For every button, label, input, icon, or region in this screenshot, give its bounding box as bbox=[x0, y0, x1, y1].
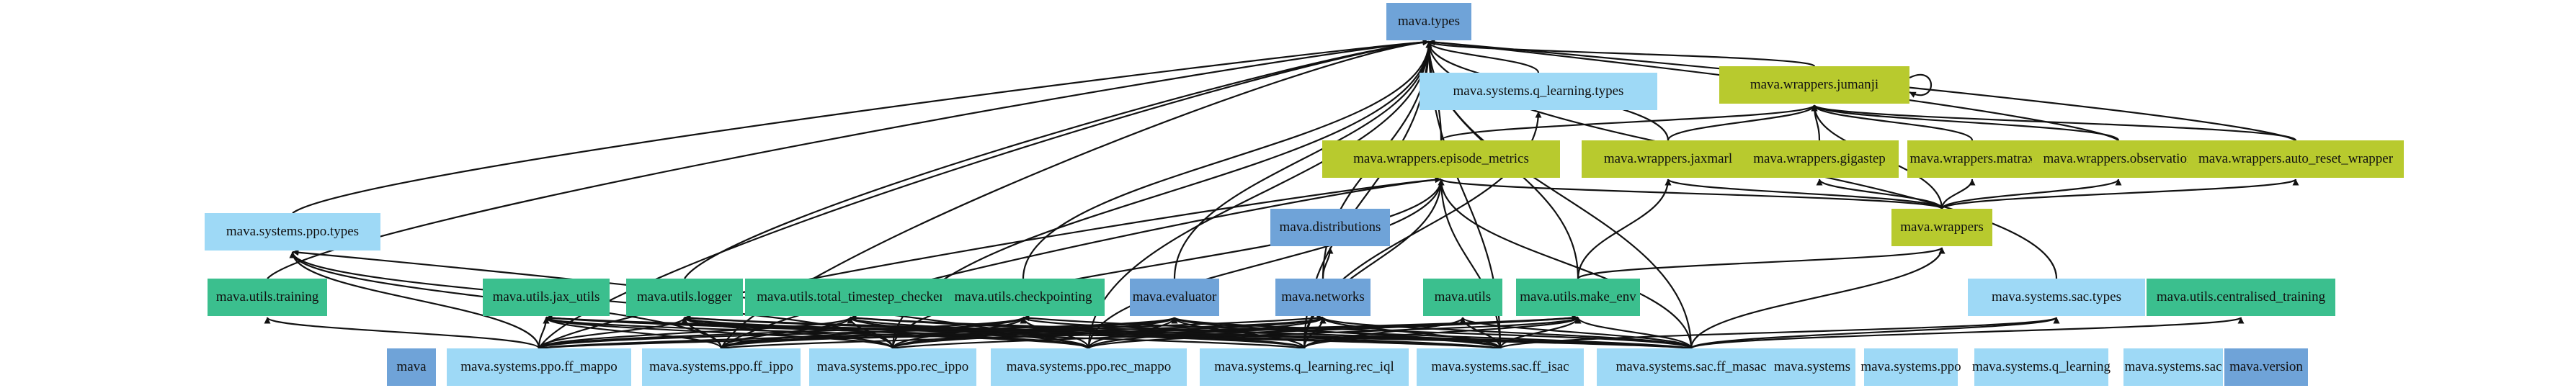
edge-ff-masac-to-wrappers bbox=[1690, 247, 1946, 349]
edge-wrappers-to-auto-reset bbox=[1940, 178, 2299, 210]
edge-rec-iql-to-utils bbox=[1303, 317, 1466, 349]
node-jax-utils[interactable]: mava.utils.jax_utils bbox=[483, 279, 610, 316]
edge-rec-ippo-to-episode-metrics bbox=[891, 179, 1445, 349]
edge-rec-mappo-to-episode-metrics bbox=[1087, 179, 1445, 349]
node-systems-sac[interactable]: mava.systems.sac bbox=[2123, 348, 2223, 386]
edge-episode-metrics-to-jumanji bbox=[1440, 104, 1818, 142]
edge-ff-masac-to-evaluator bbox=[1171, 316, 1693, 350]
edge-jumanji-to-types bbox=[1425, 40, 1816, 68]
node-jumanji[interactable]: mava.wrappers.jumanji bbox=[1719, 66, 1909, 104]
node-ff-masac[interactable]: mava.systems.sac.ff_masac bbox=[1597, 348, 1786, 386]
node-types[interactable]: mava.types bbox=[1386, 3, 1471, 40]
node-episode-metrics[interactable]: mava.wrappers.episode_metrics bbox=[1322, 140, 1560, 178]
edge-ff-mappo-to-ppo-types bbox=[289, 251, 540, 349]
node-rec-mappo[interactable]: mava.systems.ppo.rec_mappo bbox=[991, 348, 1187, 386]
edge-wrappers-to-observation bbox=[1940, 178, 2122, 209]
edge-jumanji-to-jumanji bbox=[1909, 73, 1932, 98]
edge-rec-ippo-to-jax-utils bbox=[543, 316, 894, 350]
node-rec-ippo[interactable]: mava.systems.ppo.rec_ippo bbox=[809, 348, 976, 386]
node-ppo-types[interactable]: mava.systems.ppo.types bbox=[205, 213, 380, 251]
node-ff-mappo[interactable]: mava.systems.ppo.ff_mappo bbox=[447, 348, 631, 386]
edge-ff-masac-to-make-env bbox=[1574, 317, 1693, 349]
edge-rec-ippo-to-networks bbox=[891, 316, 1327, 350]
node-centralised-training[interactable]: mava.utils.centralised_training bbox=[2147, 279, 2335, 316]
edge-rec-ippo-to-logger bbox=[681, 316, 894, 349]
edge-ff-isac-to-episode-metrics bbox=[1438, 179, 1502, 349]
edge-ff-mappo-to-timestep-checker bbox=[538, 316, 854, 350]
node-systems[interactable]: mava.systems bbox=[1769, 348, 1855, 386]
node-systems-ql[interactable]: mava.systems.q_learning bbox=[1972, 348, 2111, 386]
edge-ff-ippo-to-jax-utils bbox=[543, 316, 723, 349]
node-distributions[interactable]: mava.distributions bbox=[1270, 209, 1390, 246]
node-utils[interactable]: mava.utils bbox=[1423, 279, 1502, 316]
edge-ppo-types-to-types bbox=[292, 39, 1430, 214]
edge-ff-masac-to-networks bbox=[1319, 316, 1693, 350]
node-gigastep[interactable]: mava.wrappers.gigastep bbox=[1740, 140, 1899, 178]
node-make-env[interactable]: mava.utils.make_env bbox=[1516, 279, 1640, 316]
node-wrappers[interactable]: mava.wrappers bbox=[1891, 209, 1992, 246]
node-ql-types[interactable]: mava.systems.q_learning.types bbox=[1420, 73, 1657, 110]
edge-matrax-to-jumanji bbox=[1811, 104, 1974, 141]
node-checkpointing[interactable]: mava.utils.checkpointing bbox=[942, 279, 1105, 316]
edge-evaluator-to-types bbox=[1173, 41, 1432, 279]
edge-make-env-to-jaxmarl bbox=[1577, 179, 1672, 279]
node-systems-ppo[interactable]: mava.systems.ppo bbox=[1860, 348, 1961, 386]
node-observation[interactable]: mava.wrappers.observation bbox=[2032, 140, 2205, 178]
node-ff-ippo[interactable]: mava.systems.ppo.ff_ippo bbox=[642, 348, 801, 386]
edge-wrappers-to-episode-metrics bbox=[1438, 178, 1943, 210]
edge-make-env-to-wrappers bbox=[1577, 246, 1946, 280]
edge-ff-masac-to-utils bbox=[1459, 316, 1693, 350]
edge-ff-masac-to-centralised-training bbox=[1690, 316, 2245, 350]
edge-ff-mappo-to-training bbox=[264, 316, 540, 350]
node-sac-types[interactable]: mava.systems.sac.types bbox=[1968, 279, 2145, 316]
edges-layer bbox=[264, 39, 2299, 350]
edge-wrappers-to-matrax bbox=[1940, 179, 1976, 209]
node-networks[interactable]: mava.networks bbox=[1275, 279, 1371, 316]
node-ff-isac[interactable]: mava.systems.sac.ff_isac bbox=[1417, 348, 1584, 386]
edge-rec-mappo-to-networks bbox=[1087, 316, 1327, 350]
node-rec-iql[interactable]: mava.systems.q_learning.rec_iql bbox=[1200, 348, 1409, 386]
node-auto-reset[interactable]: mava.wrappers.auto_reset_wrapper bbox=[2188, 140, 2404, 178]
edge-rec-mappo-to-types bbox=[1087, 41, 1432, 349]
edge-rec-iql-to-episode-metrics bbox=[1303, 179, 1445, 349]
edge-auto-reset-to-jumanji bbox=[1811, 104, 2297, 142]
edge-ql-types-to-types bbox=[1425, 41, 1540, 73]
node-evaluator[interactable]: mava.evaluator bbox=[1130, 279, 1219, 316]
node-training[interactable]: mava.utils.training bbox=[208, 279, 327, 316]
edge-ff-masac-to-sac-types bbox=[1690, 316, 2060, 350]
edge-rec-mappo-to-jax-utils bbox=[543, 316, 1090, 350]
edge-ff-mappo-to-evaluator bbox=[538, 316, 1178, 350]
edge-jaxmarl-to-jumanji bbox=[1667, 104, 1818, 141]
edge-ff-masac-to-checkpointing bbox=[1022, 315, 1692, 350]
node-version[interactable]: mava.version bbox=[2224, 348, 2308, 386]
node-timestep-checker[interactable]: mava.utils.total_timestep_checker bbox=[745, 279, 955, 316]
node-jaxmarl[interactable]: mava.wrappers.jaxmarl bbox=[1582, 140, 1755, 178]
edge-observation-to-jumanji bbox=[1811, 104, 2120, 142]
edge-wrappers-to-jaxmarl bbox=[1664, 178, 1943, 210]
edge-ff-masac-to-episode-metrics bbox=[1438, 179, 1693, 349]
node-matrax[interactable]: mava.wrappers.matrax bbox=[1907, 140, 2037, 178]
edge-ff-masac-to-jax-utils bbox=[545, 315, 1692, 350]
node-logger[interactable]: mava.utils.logger bbox=[626, 279, 743, 316]
node-mava[interactable]: mava bbox=[387, 348, 436, 386]
